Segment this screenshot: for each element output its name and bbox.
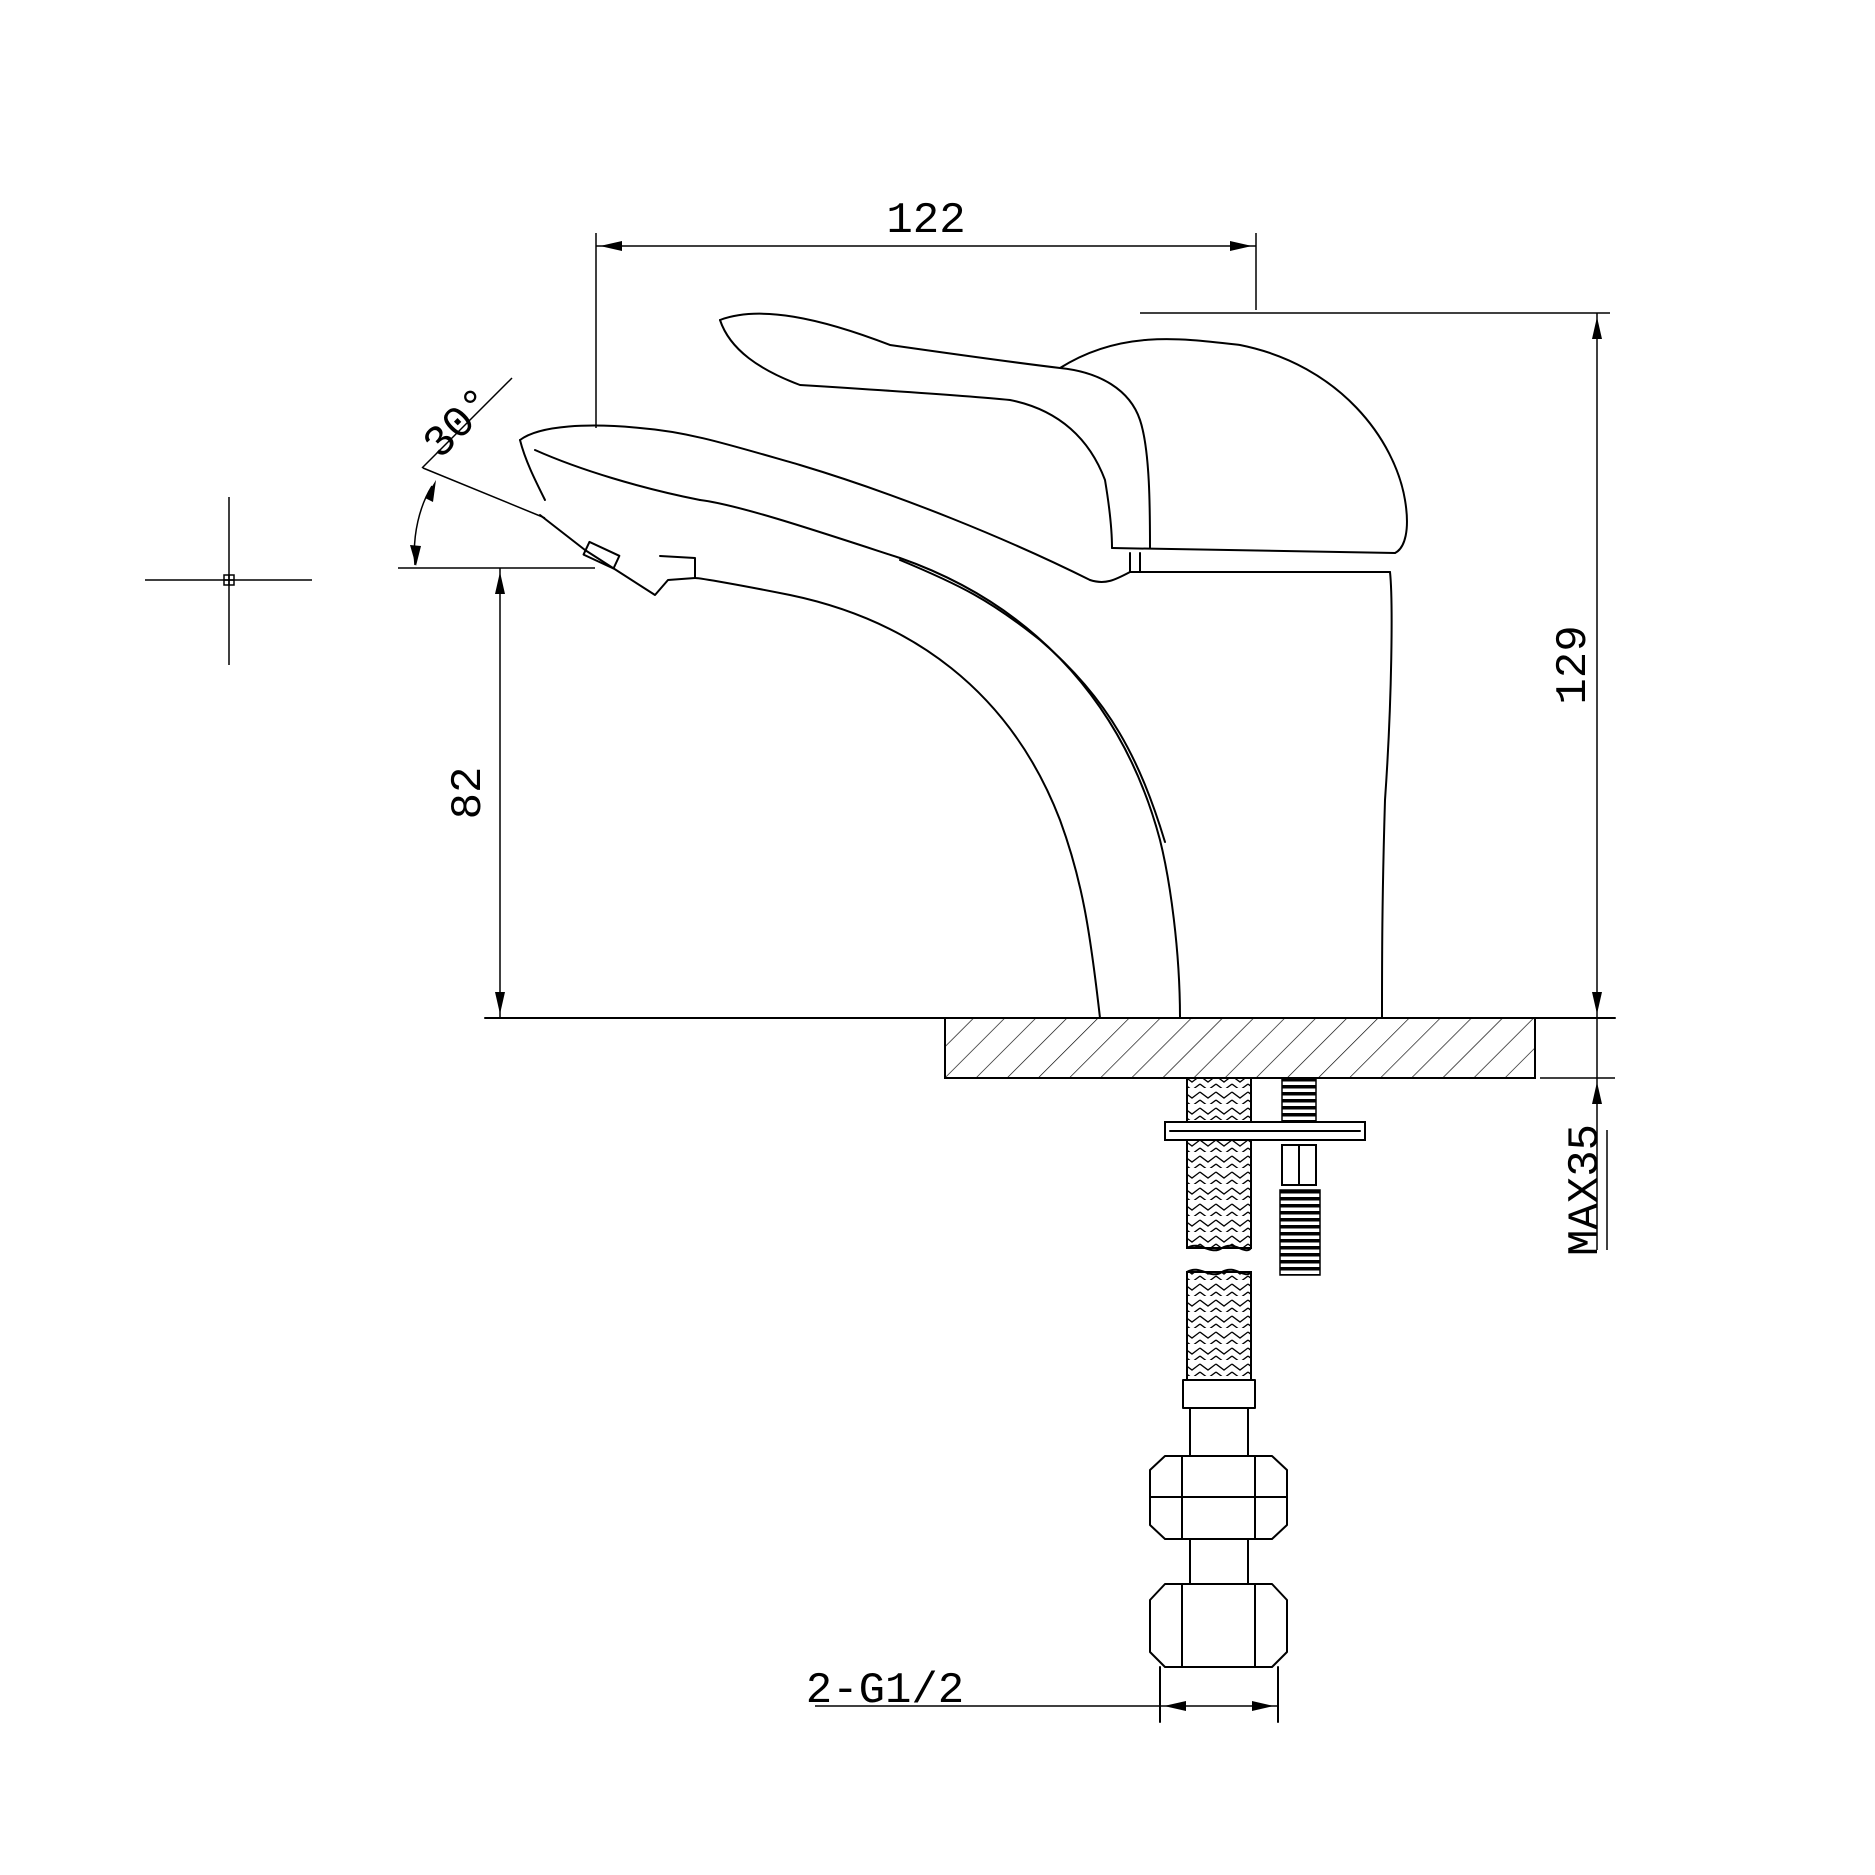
dimension-height: 129 [1140,312,1610,1018]
faucet-body [519,312,1408,1019]
dimension-max-thickness-label: MAX35 [1561,1124,1611,1256]
dimension-width-label: 122 [886,196,965,246]
dimension-max-thickness: MAX35 [1540,1017,1615,1256]
dimension-connection-label: 2-G1/2 [806,1666,964,1716]
dimension-width: 122 [595,196,1257,428]
dimension-spout-height: 82 [398,567,595,1018]
dimension-spout-height-label: 82 [444,767,494,820]
dimension-height-label: 129 [1549,625,1599,704]
dimension-angle: 30° [410,377,546,566]
dimension-angle-label: 30° [415,379,506,470]
mounting-deck [484,1017,1616,1079]
under-deck-assembly [1149,1077,1366,1723]
reference-crosshair [145,497,312,665]
dimension-connection: 2-G1/2 [806,1666,1278,1716]
